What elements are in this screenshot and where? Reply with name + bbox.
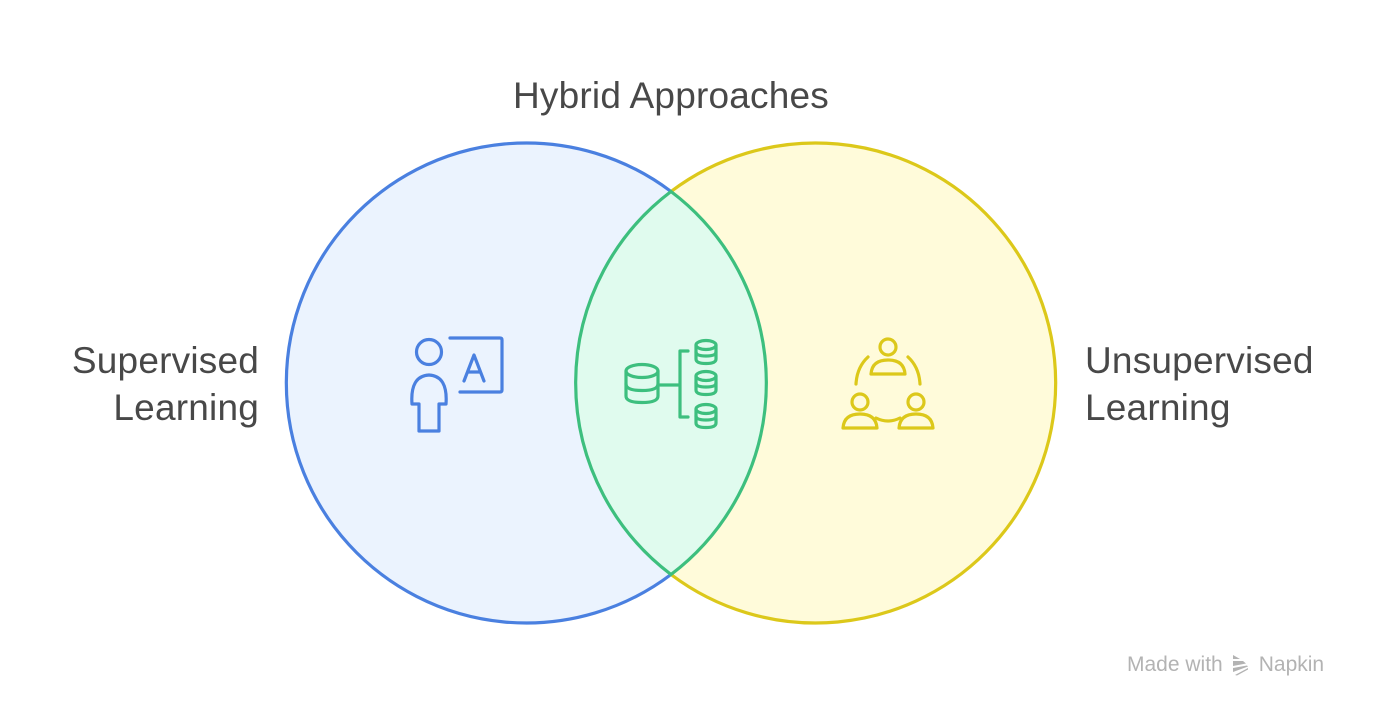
supervised-label-line2: Learning [113,387,259,428]
unsupervised-label-line2: Learning [1085,387,1231,428]
unsupervised-learning-label: Unsupervised Learning [1085,337,1314,431]
made-with-napkin-watermark[interactable]: Made with Napkin [1127,652,1324,678]
hybrid-approaches-intersection[interactable] [575,191,767,575]
supervised-circle-outline [284,141,672,625]
intersection-outline [574,189,768,577]
napkin-logo-icon [1232,655,1248,676]
watermark-brand: Napkin [1258,653,1325,676]
watermark-prefix: Made with [1127,653,1223,676]
supervised-learning-label: Supervised Learning [72,337,259,431]
teacher-at-board-icon [410,336,504,433]
unsupervised-label-line1: Unsupervised [1085,340,1314,381]
hybrid-approaches-label: Hybrid Approaches [512,75,830,116]
group-network-icon [841,337,935,430]
unsupervised-circle-outline [670,141,1058,625]
database-branching-icon [624,338,718,430]
supervised-label-line1: Supervised [71,340,259,381]
